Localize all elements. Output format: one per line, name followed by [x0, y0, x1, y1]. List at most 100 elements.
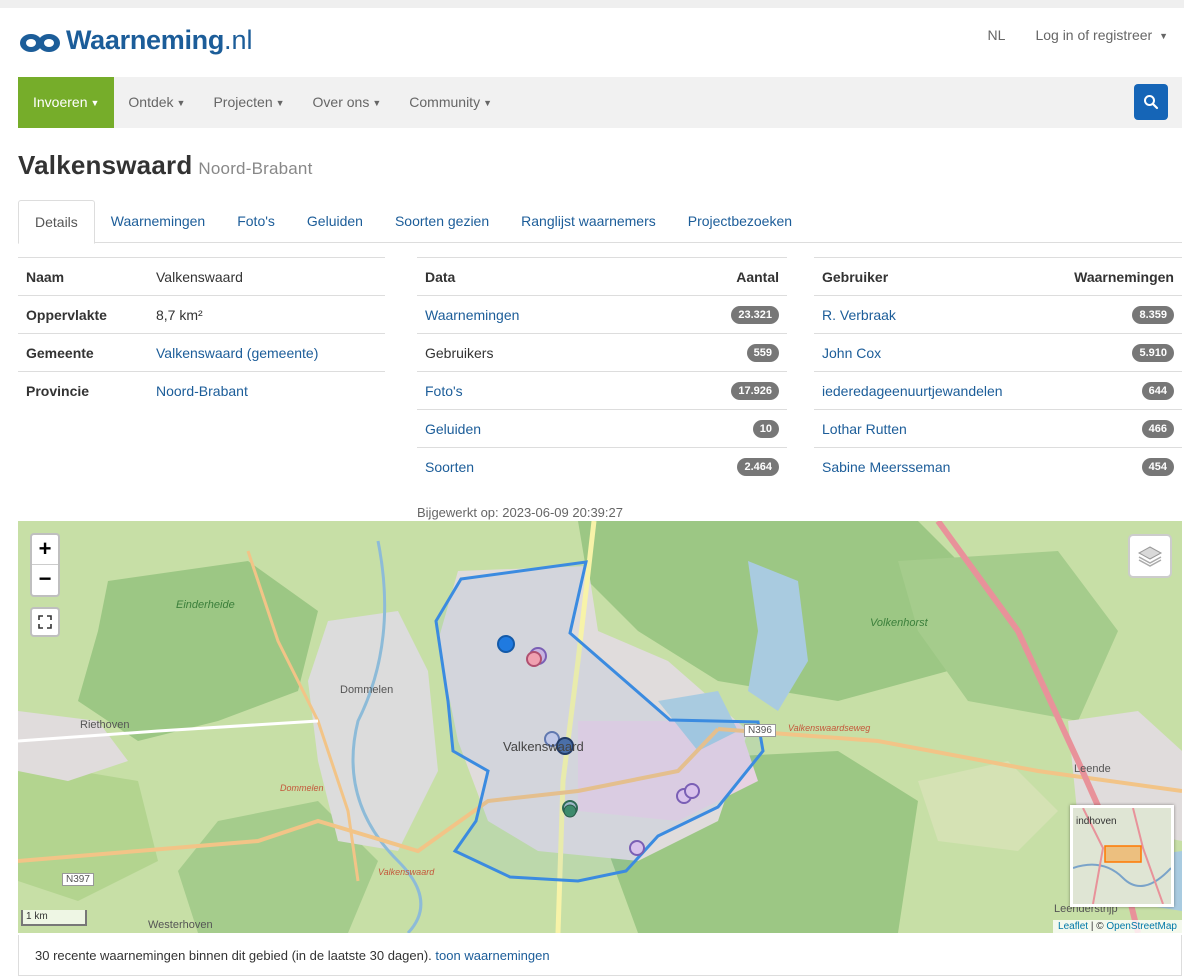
road-label: Valkenswaard [378, 867, 435, 877]
osm-link[interactable]: OpenStreetMap [1106, 921, 1177, 932]
tab-waarnemingen[interactable]: Waarnemingen [110, 213, 206, 229]
tab-geluiden[interactable]: Geluiden [306, 213, 363, 229]
table-header: Data Aantal [417, 257, 787, 296]
header: Waarneming.nl NL Log in of registreer ▼ [18, 25, 1168, 65]
binoculars-logo-icon [20, 33, 60, 52]
lake [748, 561, 808, 711]
tab-soorten-gezien[interactable]: Soorten gezien [394, 213, 490, 229]
tab-ranglijst-waarnemers[interactable]: Ranglijst waarnemers [521, 213, 656, 229]
observation-marker[interactable] [563, 804, 577, 818]
table-row: Provincie Noord-Brabant [18, 371, 385, 410]
login-link[interactable]: Log in of registreer ▼ [1035, 27, 1168, 43]
observation-markers[interactable] [497, 635, 700, 856]
gemeente-link[interactable]: Valkenswaard (gemeente) [156, 344, 319, 361]
data-link-soorten[interactable]: Soorten [425, 458, 475, 475]
nav-ontdek-label: Ontdek [128, 94, 174, 110]
minimap-label: indhoven [1076, 816, 1117, 827]
road-label: Valkenswaardseweg [788, 723, 871, 733]
info-key: Provincie [18, 371, 148, 410]
table-row: Gemeente Valkenswaard (gemeente) [18, 333, 385, 372]
road [18, 719, 319, 743]
road [18, 727, 720, 863]
map-label: Dommelen [340, 684, 394, 696]
layers-icon [1137, 546, 1163, 567]
user-link[interactable]: John Cox [822, 344, 882, 361]
user-link[interactable]: R. Verbraak [822, 306, 896, 323]
nav-ontdek[interactable]: Ontdek▼ [114, 77, 199, 128]
table-header: Gebruiker Waarnemingen [814, 257, 1182, 296]
count-badge: 8.359 [1132, 306, 1174, 324]
site-logo[interactable]: Waarneming.nl [18, 25, 253, 56]
info-key: Naam [18, 257, 148, 296]
tab-details[interactable]: Details [18, 200, 95, 244]
table-row: Geluiden 10 [417, 409, 787, 448]
data-label-gebruikers: Gebruikers [425, 344, 494, 361]
table-row: Soorten 2.464 [417, 447, 787, 486]
nav-over-ons[interactable]: Over ons▼ [299, 77, 396, 128]
nav-projecten-label: Projecten [213, 94, 273, 110]
nav-projecten[interactable]: Projecten▼ [199, 77, 298, 128]
nav-invoeren[interactable]: Invoeren▼ [18, 77, 115, 128]
count-badge: 17.926 [731, 382, 779, 400]
search-button[interactable] [1134, 84, 1168, 120]
info-value: Valkenswaard [148, 257, 385, 296]
leaflet-link[interactable]: Leaflet [1058, 921, 1089, 932]
info-value: 8,7 km² [148, 295, 385, 334]
map-label: Einderheide [176, 599, 235, 611]
user-link[interactable]: Lothar Rutten [822, 420, 907, 437]
forest-area [78, 561, 318, 741]
minimap-tiles [1073, 808, 1171, 904]
info-key: Gemeente [18, 333, 148, 372]
map-scale: 1 km [21, 910, 87, 926]
data-link-geluiden[interactable]: Geluiden [425, 420, 482, 437]
observation-marker[interactable] [556, 737, 574, 755]
user-ranking-table: Gebruiker Waarnemingen R. Verbraak 8.359… [814, 257, 1182, 486]
caret-down-icon: ▼ [90, 97, 100, 108]
user-link[interactable]: Sabine Meersseman [822, 458, 951, 475]
observation-marker[interactable] [526, 651, 542, 667]
tab-fotos[interactable]: Foto's [237, 213, 275, 229]
info-value-link[interactable]: Noord-Brabant [148, 371, 385, 410]
map-tiles [18, 521, 1182, 933]
main-navbar: Invoeren▼ Ontdek▼ Projecten▼ Over ons▼ C… [18, 77, 1182, 128]
attribution-separator: | © [1088, 921, 1107, 932]
area-map[interactable]: Einderheide Dommelen Riethoven Valkenswa… [18, 521, 1182, 933]
caret-down-icon: ▼ [275, 97, 285, 108]
info-value-link[interactable]: Valkenswaard (gemeente) [148, 333, 385, 372]
caret-down-icon: ▼ [1159, 31, 1168, 42]
language-selector[interactable]: NL [987, 27, 1006, 43]
table-row: Lothar Rutten 466 [814, 409, 1182, 448]
logo-text: Waarneming [66, 25, 225, 55]
map-label: Valkenswaard [503, 739, 584, 754]
map-label: Volkenhorst [870, 617, 928, 629]
observation-marker[interactable] [684, 783, 700, 799]
observation-marker[interactable] [497, 635, 515, 653]
fullscreen-button[interactable] [30, 607, 60, 637]
caret-down-icon: ▼ [483, 97, 492, 108]
zoom-in-button[interactable]: + [32, 535, 58, 565]
road-label: Dommelen [280, 783, 324, 793]
provincie-link[interactable]: Noord-Brabant [156, 382, 248, 399]
road [555, 521, 597, 933]
minimap[interactable]: indhoven [1070, 805, 1174, 907]
nav-community[interactable]: Community▼ [395, 77, 506, 128]
user-link[interactable]: iederedageenuurtjewandelen [822, 382, 1003, 399]
caret-down-icon: ▼ [176, 97, 186, 108]
top-strip [0, 0, 1184, 8]
show-observations-link[interactable]: toon waarnemingen [435, 948, 550, 963]
layers-button[interactable] [1128, 534, 1172, 578]
road [717, 727, 1182, 793]
zoom-out-button[interactable]: − [38, 566, 52, 591]
map-attribution: Leaflet | © OpenStreetMap [1053, 920, 1182, 933]
tab-projectbezoeken[interactable]: Projectbezoeken [687, 213, 793, 229]
caret-down-icon: ▼ [372, 97, 382, 108]
observation-marker[interactable] [544, 731, 560, 747]
road-label: N397 [62, 873, 94, 886]
page-title-text: Valkenswaard [18, 150, 193, 180]
map-label: Riethoven [80, 719, 130, 731]
map-label: Westerhoven [148, 919, 213, 931]
data-link-waarnemingen[interactable]: Waarnemingen [425, 306, 520, 323]
count-badge: 23.321 [731, 306, 779, 324]
data-link-fotos[interactable]: Foto's [425, 382, 463, 399]
observation-marker[interactable] [629, 840, 645, 856]
